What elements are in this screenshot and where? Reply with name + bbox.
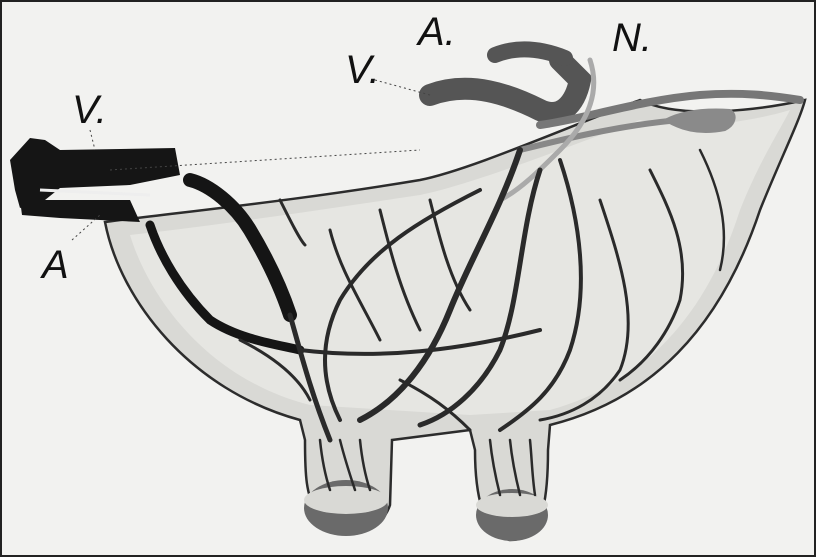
label-vein-left: V.	[72, 90, 107, 130]
label-artery-left: A	[42, 245, 69, 285]
label-artery-top: A.	[418, 12, 456, 52]
label-vein-top: V.	[345, 50, 380, 90]
label-nerve-top: N.	[612, 18, 652, 58]
